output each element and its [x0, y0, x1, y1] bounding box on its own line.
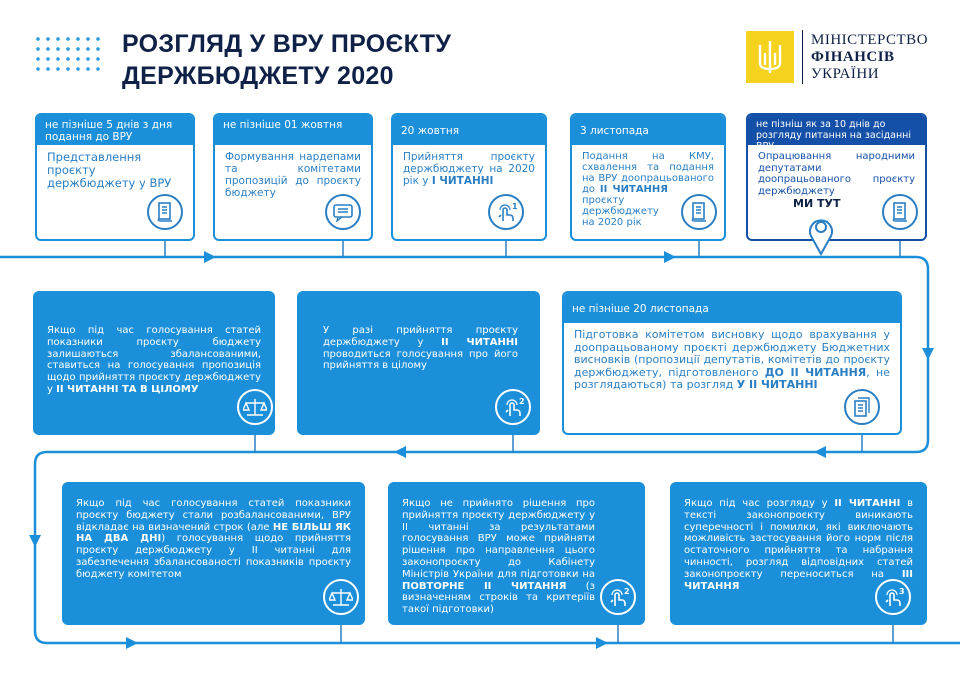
emphasis-text: ІІ ЧИТАННЯ: [599, 184, 668, 195]
document-scroll-icon: [147, 194, 183, 230]
scales-icon: [237, 389, 273, 425]
step-date: 3 листопада: [572, 115, 724, 145]
body-text: Якщо не прийнято рішення про прийняття п…: [402, 498, 595, 580]
outcome-body: Якщо під час голосування статей показник…: [76, 498, 351, 581]
emphasis-text: І ЧИТАННІ: [431, 175, 494, 187]
body-text: Подання на КМУ, схвалення та подання на …: [582, 151, 714, 195]
body-text: проводиться голосування про його прийнят…: [323, 348, 518, 372]
outcome-body: Якщо не прийнято рішення про прийняття п…: [402, 498, 595, 616]
outcome-body: У разі прийняття проєкту держбюджету у І…: [323, 325, 518, 372]
document-scroll-icon: [882, 194, 918, 230]
logo-line: УКРАЇНИ: [811, 65, 880, 82]
title-line: РОЗГЛЯД У ВРУ ПРОЄКТУ: [122, 30, 452, 58]
outcome-body: Якщо під час голосування статей показник…: [47, 325, 261, 396]
step-card: 20 жовтня Прийняття проєкту держбюджету …: [391, 113, 547, 241]
step-date: не пізніше 20 листопада: [564, 293, 900, 323]
step-body: Представлення проєкту держбюджету у ВРУ: [37, 145, 193, 196]
step-body: Подання на КМУ, схвалення та подання на …: [572, 145, 724, 234]
vote-hand-2-icon: 2: [495, 389, 531, 425]
svg-text:3: 3: [899, 587, 905, 596]
emphasis-text: ІІ ЧИТАННІ ТА В ЦІЛОМУ: [56, 383, 199, 395]
step-body: Формування нардепами та комітетами пропо…: [215, 145, 371, 205]
documents-icon: [844, 389, 880, 425]
logo-line: ФІНАНСІВ: [811, 48, 895, 65]
step-body: Підготовка комітетом висновку щодо враху…: [564, 323, 900, 398]
scales-icon: [323, 579, 359, 615]
chat-message-icon: [325, 194, 361, 230]
emphasis-text: ПОВТОРНЕ ІІ ЧИТАННЯ: [402, 580, 567, 592]
page-title: РОЗГЛЯД У ВРУ ПРОЄКТУ ДЕРЖБЮДЖЕТУ 2020: [122, 28, 451, 92]
logo-line: МІНІСТЕРСТВО: [811, 31, 929, 48]
step-date: не пізніше 5 днів з дня подання до ВРУ: [37, 115, 193, 145]
body-text: , не розглядаються) та розгляд: [574, 365, 890, 391]
you-are-here-label: МИ ТУТ: [793, 197, 841, 210]
outcome-card: Якщо під час голосування статей показник…: [62, 482, 365, 625]
outcome-card: Якщо не прийнято рішення про прийняття п…: [388, 482, 645, 625]
body-text: Якщо під час голосування статей показник…: [47, 325, 261, 395]
body-text: Якщо під час голосування статей показник…: [76, 498, 351, 533]
step-date: не пізніш як за 10 днів до розгляду пита…: [748, 115, 925, 152]
trident-icon: [746, 31, 794, 83]
title-line: ДЕРЖБЮДЖЕТУ 2020: [122, 62, 394, 90]
outcome-body: Якщо під час розгляду у ІІ ЧИТАННІ в тек…: [684, 498, 913, 592]
emphasis-text: ІІ ЧИТАННІ: [834, 498, 901, 509]
step-body: Прийняття проєкту держбюджету на 2020 рі…: [393, 145, 545, 193]
body-text: Представлення проєкту держбюджету у ВРУ: [47, 150, 172, 190]
step-body: Опрацювання народними депутатами доопрац…: [748, 145, 925, 203]
body-text: Опрацювання народними депутатами доопрац…: [758, 151, 915, 197]
vote-hand-3-icon: 3: [875, 579, 911, 615]
decorative-dots: [33, 34, 103, 74]
body-text: Формування нардепами та комітетами пропо…: [225, 151, 361, 199]
body-text: Прийняття проєкту держбюджету на 2020 рі…: [403, 151, 535, 187]
vote-hand-2-icon: 2: [600, 579, 636, 615]
body-text: проєкту держбюджету на 2020 рік: [582, 195, 659, 228]
emphasis-text: НЕ БІЛЬШ ЯК НА ДВА ДНІ: [76, 521, 351, 545]
body-text: (з визначенням строків та критеріїв тако…: [402, 580, 595, 616]
body-text: Підготовка комітетом висновку щодо враху…: [574, 328, 890, 379]
logo-divider: [802, 30, 803, 84]
body-text: У разі прийняття проєкту держбюджету у: [323, 325, 518, 348]
body-text: ) голосування щодо прийняття проєкту дер…: [76, 533, 351, 580]
body-text: в тексті законопроєкту виникають супереч…: [684, 498, 913, 580]
svg-text:2: 2: [624, 587, 630, 596]
step-date: не пізніше 01 жовтня: [215, 115, 371, 145]
location-pin-icon: [809, 219, 833, 256]
svg-text:2: 2: [519, 397, 525, 406]
emphasis-text: ІІІ ЧИТАННЯ: [684, 568, 913, 592]
svg-text:1: 1: [512, 202, 518, 211]
emphasis-text: ІІ ЧИТАННІ: [441, 336, 518, 348]
document-scroll-icon: [681, 194, 717, 230]
body-text: Якщо під час розгляду у: [684, 498, 835, 509]
outcome-card: Якщо під час голосування статей показник…: [33, 291, 275, 435]
step-card-current: не пізніш як за 10 днів до розгляду пита…: [746, 113, 927, 241]
emphasis-text: ДО ІІ ЧИТАННЯ: [764, 365, 867, 379]
vote-hand-1-icon: 1: [488, 194, 524, 230]
step-date: 20 жовтня: [393, 115, 545, 145]
emphasis-text: У ІІ ЧИТАННІ: [736, 378, 818, 391]
